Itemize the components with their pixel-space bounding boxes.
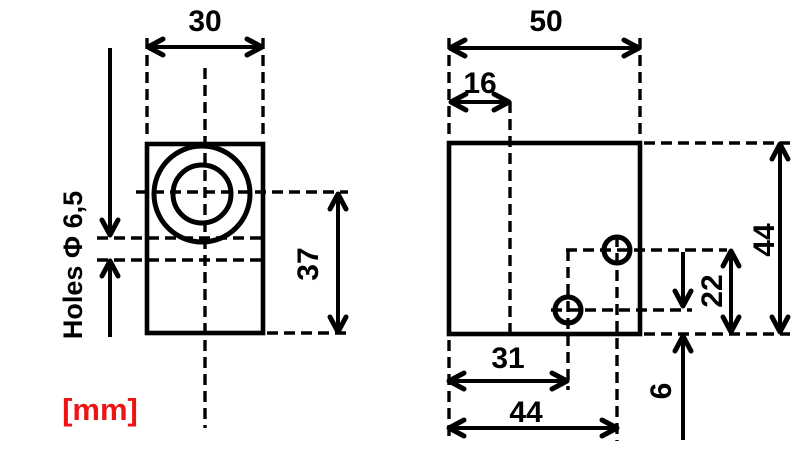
arrowhead bbox=[720, 248, 742, 269]
hole-upper bbox=[601, 234, 633, 266]
dim-22-label: 22 bbox=[696, 274, 729, 307]
dim-hole-6: 6 bbox=[645, 252, 694, 440]
dim-height-37: 37 bbox=[292, 191, 349, 335]
dim-hole-31: 31 bbox=[446, 342, 570, 392]
arrowhead bbox=[99, 258, 121, 279]
arrowhead bbox=[621, 37, 642, 59]
arrowhead bbox=[491, 91, 512, 113]
arrowhead bbox=[99, 217, 121, 238]
arrowhead bbox=[769, 141, 791, 162]
dim-hole-44: 44 bbox=[446, 396, 620, 439]
dim-width-30: 30 bbox=[145, 5, 265, 140]
arrowhead bbox=[327, 191, 349, 212]
counterbore-inner-circle bbox=[170, 162, 234, 226]
dim-30-label: 30 bbox=[188, 5, 221, 38]
dim-offset-16: 16 bbox=[448, 67, 512, 113]
arrowhead bbox=[549, 370, 570, 392]
arrowhead bbox=[244, 36, 265, 58]
dim-31-label: 31 bbox=[491, 342, 524, 375]
dim-6-label: 6 bbox=[645, 383, 678, 400]
dim-37-label: 37 bbox=[292, 247, 325, 280]
side-view-outline bbox=[446, 140, 643, 337]
dim-width-50: 50 bbox=[447, 5, 642, 140]
arrowhead bbox=[327, 314, 349, 335]
counterbore-outer-circle bbox=[151, 143, 253, 245]
arrowhead bbox=[769, 314, 791, 335]
dim-44-hole-label: 44 bbox=[509, 396, 543, 429]
arrowhead bbox=[599, 417, 620, 439]
front-view: 30 37 Holes Φ 6,5 bbox=[58, 5, 350, 428]
arrowhead bbox=[446, 370, 467, 392]
arrowhead bbox=[446, 417, 467, 439]
arrowhead bbox=[447, 37, 468, 59]
arrowhead bbox=[448, 91, 469, 113]
side-view: 50 16 44 22 6 bbox=[446, 5, 791, 441]
dim-50-label: 50 bbox=[529, 5, 562, 38]
arrowhead bbox=[720, 314, 742, 335]
unit-label: [mm] bbox=[62, 392, 138, 427]
hole-note-leaders: Holes Φ 6,5 bbox=[58, 48, 121, 339]
dim-hole-22: 22 bbox=[696, 248, 742, 335]
arrowhead bbox=[672, 333, 694, 354]
hole-note-label: Holes Φ 6,5 bbox=[58, 191, 88, 339]
dim-44-height-label: 44 bbox=[748, 223, 781, 257]
dim-height-44: 44 bbox=[748, 141, 791, 335]
dim-16-label: 16 bbox=[463, 67, 496, 100]
arrowhead bbox=[672, 288, 694, 309]
hole-lower bbox=[552, 294, 584, 326]
arrowhead bbox=[145, 36, 166, 58]
